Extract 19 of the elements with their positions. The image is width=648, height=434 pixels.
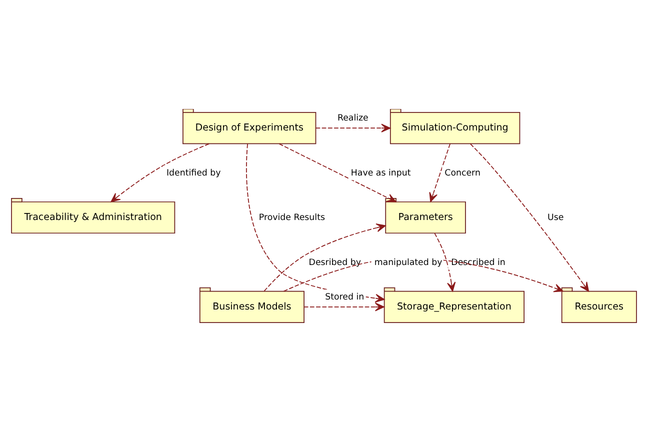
edge-label: Use (548, 212, 564, 223)
arrow (434, 232, 456, 292)
arrow (278, 142, 396, 202)
arrow (110, 142, 210, 202)
arrow (470, 142, 590, 292)
edge-label: Realize (337, 113, 368, 124)
edge-label: Provide Results (258, 212, 325, 223)
arrow (264, 223, 386, 291)
edge-label: Have as input (350, 168, 411, 178)
edge-label: manipulated by (374, 257, 442, 268)
edge-label: Described in (451, 257, 506, 268)
edge-label: Identified by (166, 168, 221, 178)
arrow (283, 258, 564, 292)
edge-label: Stored in (325, 292, 364, 302)
edge-label: Desribed by (308, 257, 361, 268)
arrow (304, 302, 384, 311)
arrow (315, 123, 391, 132)
edge-label: Concern (444, 168, 480, 178)
arrow (429, 142, 450, 202)
